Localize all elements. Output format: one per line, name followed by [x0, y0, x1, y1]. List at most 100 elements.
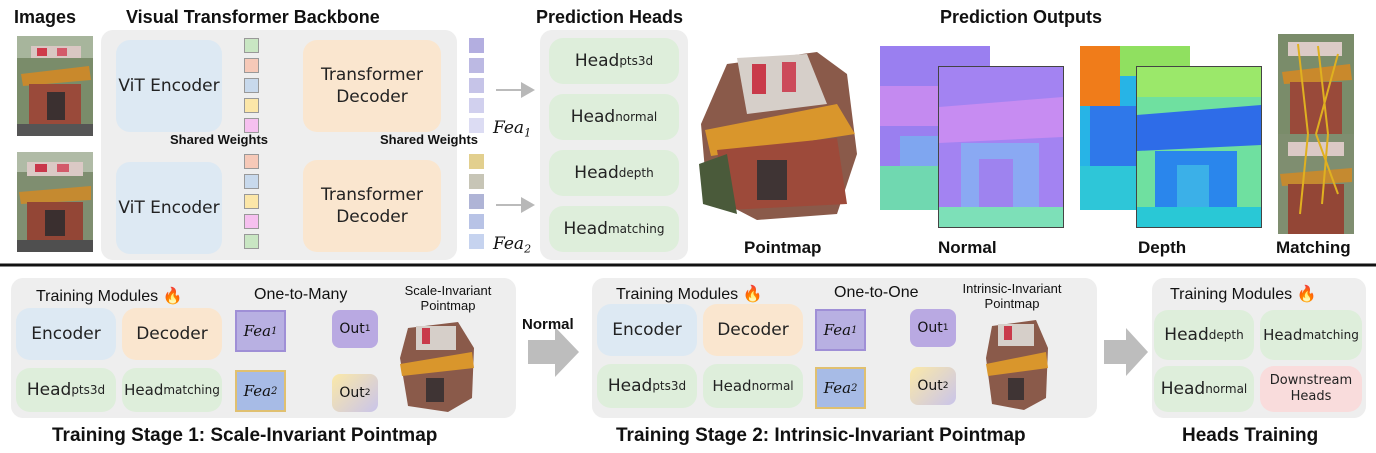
training-modules-text: Training Modules — [36, 288, 159, 305]
backbone-title: Visual Transformer Backbone — [126, 7, 380, 27]
head-name: Head — [607, 376, 653, 396]
outputs-title: Prediction Outputs — [940, 7, 1102, 27]
fire-icon: 🔥 — [162, 288, 183, 305]
vit-encoder-2: ViT Encoder — [116, 162, 222, 254]
fea-name: Fea — [243, 322, 272, 340]
stage3-downstream-heads: Downstream Heads — [1260, 366, 1362, 412]
token — [244, 98, 259, 113]
fea-sub: 1 — [271, 325, 278, 337]
head-sub: normal — [751, 379, 794, 393]
out-name: Out — [339, 321, 365, 337]
head-name: Head — [124, 381, 164, 399]
stage1-decoder: Decoder — [122, 308, 222, 360]
token — [469, 174, 484, 189]
head-name: Head — [1164, 325, 1209, 345]
fire-icon: 🔥 — [742, 286, 763, 303]
token — [244, 38, 259, 53]
head-name: Head — [563, 219, 608, 239]
stage1-encoder: Encoder — [16, 308, 116, 360]
head-sub: depth — [1208, 328, 1244, 342]
fea-sub: 1 — [851, 324, 858, 336]
token — [244, 118, 259, 133]
token — [469, 98, 484, 113]
depth-map-2 — [1137, 67, 1261, 227]
training-modules-text: Training Modules — [1170, 286, 1293, 303]
fire-icon: 🔥 — [1296, 286, 1317, 303]
fea-name: Fea — [243, 382, 272, 400]
token — [244, 78, 259, 93]
pointmap-output — [697, 44, 869, 220]
normal-map-2 — [939, 67, 1063, 227]
stage2-training-modules: Training Modules 🔥 — [616, 284, 763, 304]
decoder-shared-weights: Shared Weights — [380, 132, 479, 147]
temple-photo-2 — [17, 152, 93, 252]
matching-photo-1 — [1278, 34, 1354, 134]
out-sub: 2 — [942, 381, 949, 391]
head-sub: pts3d — [619, 54, 654, 68]
transition-arrow-2 — [1104, 328, 1148, 376]
stage3-training-modules: Training Modules 🔥 — [1170, 284, 1317, 304]
stage2-pointmap-render — [986, 320, 1048, 410]
matching-image-2 — [1278, 134, 1354, 234]
stage1-pointmap-render — [400, 322, 474, 412]
stage1-result: Scale-Invariant Pointmap — [404, 283, 492, 313]
stage1-pointmap — [398, 318, 478, 412]
fea-name: Fea — [823, 379, 852, 397]
stage1-mode: One-to-Many — [254, 286, 348, 303]
images-title: Images — [14, 7, 77, 27]
head-name: Head — [570, 107, 616, 127]
temple-photo-1 — [17, 36, 93, 136]
fea2-label: Fea2 — [493, 234, 531, 255]
encoder-shared-weights: Shared Weights — [170, 132, 269, 147]
vit-encoder-1: ViT Encoder — [116, 40, 222, 132]
fea-sub: 2 — [851, 382, 858, 394]
token — [469, 78, 484, 93]
head-sub: matching — [607, 222, 665, 236]
stage2-encoder: Encoder — [597, 304, 697, 356]
matching-photo-2 — [1278, 134, 1354, 234]
normal-label: Normal — [938, 238, 997, 257]
stage2-pointmap — [984, 318, 1050, 410]
input-image-1 — [17, 36, 93, 136]
head-name: Head — [26, 380, 72, 400]
head-name: Head — [574, 51, 620, 71]
token — [244, 214, 259, 229]
token — [244, 234, 259, 249]
token — [469, 234, 484, 249]
head-sub: pts3d — [652, 379, 687, 393]
training-modules-text: Training Modules — [616, 286, 739, 303]
matching-label: Matching — [1276, 238, 1351, 257]
head-sub: pts3d — [71, 383, 106, 397]
transition-arrow-1 — [528, 327, 579, 377]
heads-title: Prediction Heads — [536, 7, 684, 27]
stage1-training-modules: Training Modules 🔥 — [36, 286, 183, 306]
matching-image-1 — [1278, 34, 1354, 134]
head-sub: matching — [1302, 328, 1359, 342]
stage3-caption: Heads Training — [1182, 425, 1319, 446]
fea-name: Fea — [493, 118, 525, 138]
normal-output-front — [938, 66, 1064, 228]
fea-sub: 2 — [271, 385, 278, 397]
token — [469, 38, 484, 53]
fea-name: Fea — [493, 234, 525, 254]
depth-output-front — [1136, 66, 1262, 228]
token — [244, 174, 259, 189]
out-name: Out — [917, 378, 943, 394]
token — [469, 58, 484, 73]
token — [469, 194, 484, 209]
out-sub: 1 — [364, 324, 371, 334]
